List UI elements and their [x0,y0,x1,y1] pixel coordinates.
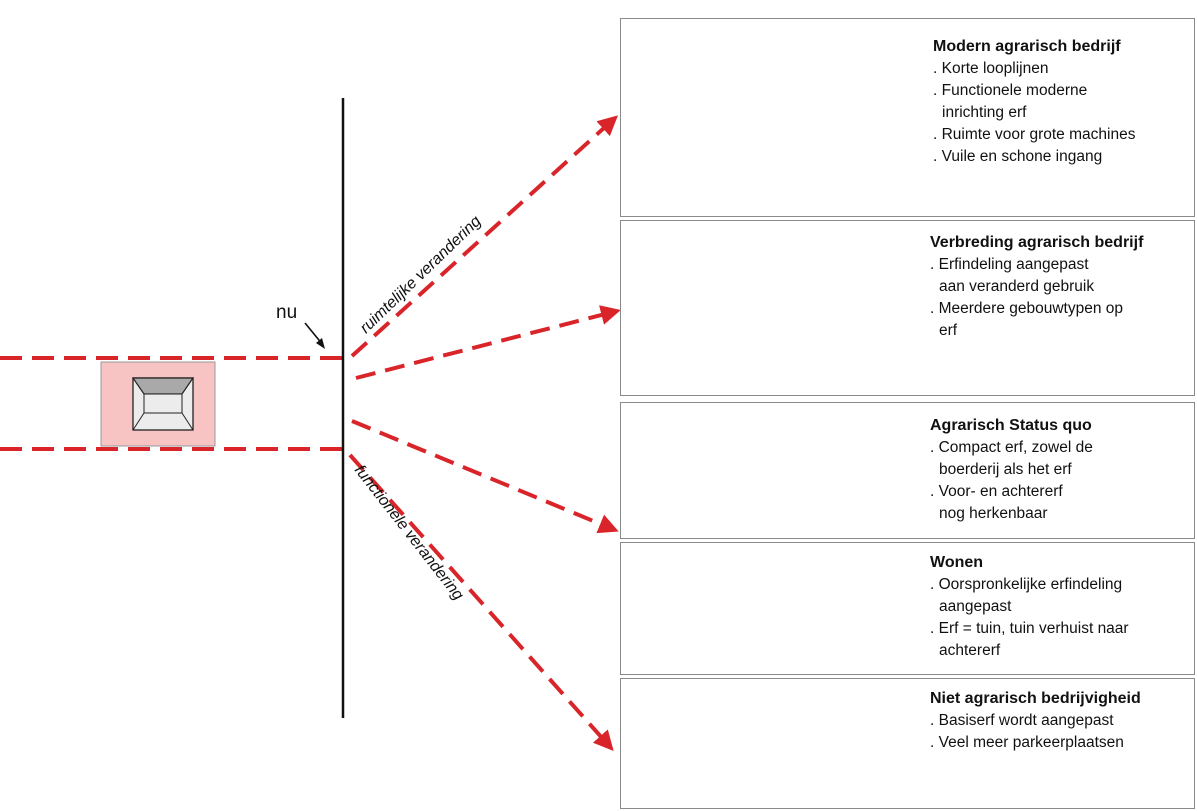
niet-agrarisch-description: Niet agrarisch bedrijvigheid . Basiserf … [930,688,1141,754]
bullet: . Korte looplijnen [933,60,1049,77]
spatial-change-label: ruimtelijke verandering [357,213,485,337]
scenario-panel-wonen [620,542,1195,675]
bullet-continuation: nog herkenbaar [939,505,1048,522]
bullet-continuation: aangepast [939,598,1012,615]
modern-description: Modern agrarisch bedrijf . Korte looplij… [933,36,1135,168]
scenario-title: Niet agrarisch bedrijvigheid [930,690,1141,707]
bullet: . Erf = tuin, tuin verhuist naar [930,620,1129,637]
bullet: . Oorspronkelijke erfindeling [930,576,1123,593]
scenario-title: Wonen [930,554,984,571]
functional-change-label: functionele verandering [351,462,467,604]
bullet: . Voor- en achtererf [930,483,1063,500]
bullet: . Meerdere gebouwtypen op [930,300,1124,317]
now-label: nu [276,302,297,323]
scenario-panel-modern [620,18,1195,217]
bullet: . Basiserf wordt aangepast [930,712,1114,729]
status-quo-description: Agrarisch Status quo . Compact erf, zowe… [930,415,1093,525]
wonen-description: Wonen . Oorspronkelijke erfindeling aang… [930,552,1129,662]
scenario-title: Verbreding agrarisch bedrijf [930,234,1144,251]
bullet-continuation: inrichting erf [942,104,1027,121]
scenario-panel-status-quo [620,402,1195,539]
bullet: . Veel meer parkeerplaatsen [930,734,1124,751]
arrow-to-verbreding [355,305,621,380]
bullet-continuation: boerderij als het erf [939,461,1072,478]
bullet: . Erfindeling aangepast [930,256,1089,273]
scenario-panel-niet-agrarisch [620,678,1195,809]
scenario-panel-verbreding [620,220,1195,396]
verbreding-description: Verbreding agrarisch bedrijf . Erfindeli… [930,232,1143,342]
bullet: . Functionele moderne [933,82,1088,99]
bullet-continuation: erf [939,322,958,339]
bullet: . Vuile en schone ingang [933,148,1103,165]
bullet-continuation: achtererf [939,642,1001,659]
bullet: . Ruimte voor grote machines [933,126,1136,143]
arrow-to-niet-agrarisch [348,453,614,751]
scenario-title: Modern agrarisch bedrijf [933,38,1121,55]
current-farm [100,361,216,447]
arrow-to-status-quo [351,419,619,534]
bullet-continuation: aan veranderd gebruik [939,278,1095,295]
scenario-title: Agrarisch Status quo [930,417,1092,434]
bullet: . Compact erf, zowel de [930,439,1093,456]
